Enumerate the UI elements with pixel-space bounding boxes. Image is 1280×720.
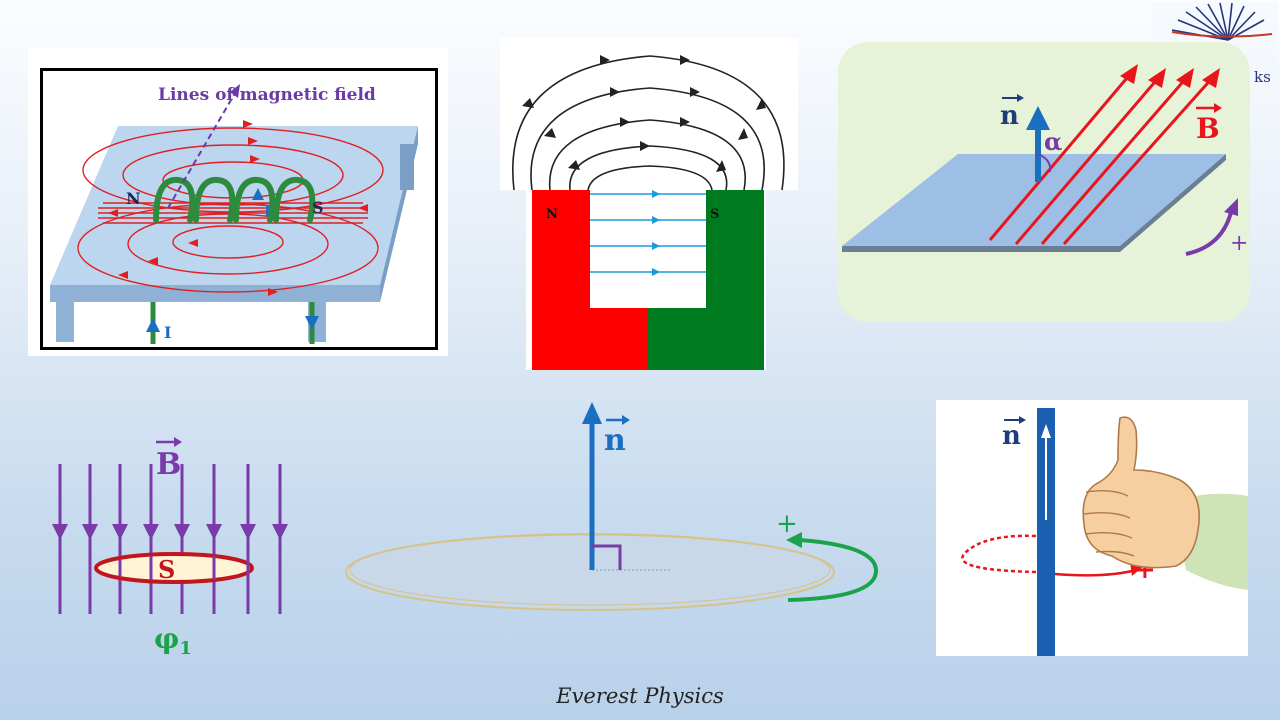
footer-credit: Everest Physics xyxy=(556,684,724,708)
solenoid-diagram: Lines of magnetic field N S I I xyxy=(50,84,418,344)
disk-normal-label: n xyxy=(604,423,626,458)
disk-normal-diagram: n + xyxy=(345,402,878,611)
disk-normal-panel: n + xyxy=(330,390,890,620)
magnet-north-arm xyxy=(532,190,590,370)
south-pole-label: S xyxy=(312,198,324,217)
solenoid-coil xyxy=(153,176,316,223)
right-angle-mark xyxy=(592,544,622,570)
axis-arrow-icon xyxy=(1041,424,1051,438)
normal-arrow-icon xyxy=(1026,106,1050,130)
field-line-arrows xyxy=(988,71,1216,245)
vertical-field-lines xyxy=(58,464,282,614)
rotation-direction-arrow xyxy=(787,538,878,602)
positive-sign: + xyxy=(1230,231,1248,256)
right-hand-rule-panel: + n xyxy=(936,400,1248,656)
field-label: B xyxy=(1196,112,1220,145)
horseshoe-magnet-panel: N S xyxy=(500,38,798,370)
axis-rod xyxy=(1037,408,1055,656)
loop-field-label: B xyxy=(156,447,181,482)
flux-label: φ1 xyxy=(154,622,192,659)
flat-surface xyxy=(842,154,1226,246)
magnet-south-arm xyxy=(706,190,764,370)
thumbs-up-hand-icon xyxy=(1082,416,1248,590)
hand-normal-label: n xyxy=(1002,421,1021,451)
current-arrow-icon xyxy=(252,188,264,200)
curl-arrow-front xyxy=(1054,568,1137,577)
magnet-south-label: S xyxy=(710,207,719,222)
solenoid-panel: Lines of magnetic field N S I I xyxy=(28,48,448,356)
logo-text: ks xyxy=(1254,68,1271,86)
loop-flux-diagram: B S φ1 xyxy=(52,437,288,659)
north-pole-label: N xyxy=(126,189,141,208)
current-label-bottom: I xyxy=(164,323,171,342)
horseshoe-diagram: N S xyxy=(500,38,798,370)
right-hand-diagram: + n xyxy=(961,408,1248,656)
board-leg-left xyxy=(56,302,74,342)
rotation-arrow xyxy=(1185,207,1234,256)
angle-arc xyxy=(1037,153,1052,173)
loop-flux-panel: B S φ1 xyxy=(30,420,310,670)
field-lines-label: Lines of magnetic field xyxy=(158,85,376,105)
curl-arrow-back xyxy=(961,534,1037,574)
plane-flux-diagram: n α B + xyxy=(842,64,1248,256)
area-label: S xyxy=(158,555,175,584)
plane-flux-panel: n α B + xyxy=(838,42,1250,322)
current-label-top: I xyxy=(264,202,271,220)
current-down-arrow-icon xyxy=(305,316,319,330)
angle-label: α xyxy=(1044,127,1062,156)
disk-positive-sign: + xyxy=(776,509,798,539)
current-up-arrow-icon xyxy=(146,318,160,332)
normal-label: n xyxy=(1000,101,1019,131)
field-pointer-line xyxy=(167,87,239,209)
disk-normal-arrow-icon xyxy=(582,402,602,424)
magnet-north-label: N xyxy=(546,207,558,222)
